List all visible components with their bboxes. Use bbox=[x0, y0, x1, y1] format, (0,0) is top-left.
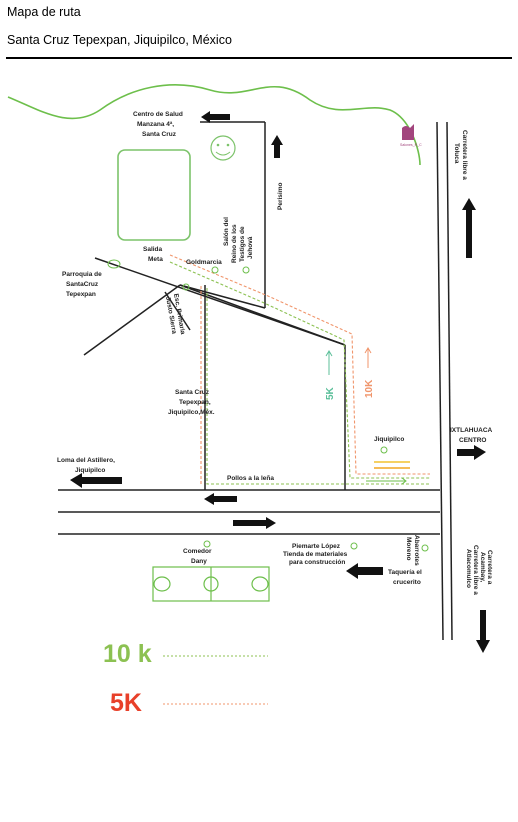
arrow-road1-left bbox=[204, 493, 237, 505]
route-10k bbox=[169, 261, 430, 485]
label-ixtlahuaca-2: CENTRO bbox=[459, 437, 486, 444]
highway-left bbox=[436, 121, 444, 641]
marker-10k: 10K bbox=[364, 379, 375, 398]
arrow-taqueria-left bbox=[346, 563, 383, 579]
label-piemarte-3: para construcción bbox=[289, 559, 345, 566]
route-5k bbox=[169, 254, 430, 484]
label-santa-cruz-1: Santa Cruz bbox=[175, 389, 210, 396]
label-acambay-4: Atlacomulco bbox=[465, 549, 472, 588]
abarrotes-marker bbox=[421, 544, 429, 552]
comedor-marker bbox=[203, 540, 211, 548]
legend-label-10k: 10 k bbox=[103, 640, 152, 668]
label-salida: Salida bbox=[143, 246, 163, 253]
label-santa-cruz-3: Jiquipilco,Méx. bbox=[168, 409, 215, 416]
label-ixtlahuaca-1: IXTLAHUACA bbox=[450, 427, 493, 434]
crossing-marker bbox=[374, 461, 410, 469]
arrow-road2-right bbox=[233, 517, 276, 529]
arrow-perisimo-up bbox=[271, 135, 283, 158]
road-diagonal-sw bbox=[83, 284, 181, 356]
label-taqueria-1: Taquería el bbox=[388, 569, 422, 576]
label-goldmarcia: Goldmarcia bbox=[186, 259, 222, 266]
label-piemarte-2: Tienda de materiales bbox=[283, 551, 348, 558]
marker-5k: 5K bbox=[325, 386, 336, 400]
label-centro-salud-2: Manzana 4ª, bbox=[137, 121, 174, 128]
label-parroquia-1: Parroquia de bbox=[62, 271, 102, 278]
page-subtitle: Santa Cruz Tepexpan, Jiquipilco, México bbox=[7, 33, 232, 47]
marker-5k-arrow bbox=[325, 350, 333, 375]
label-comedor-1: Comedor bbox=[183, 548, 212, 555]
jiquipilco-marker bbox=[380, 446, 388, 454]
label-salon-4: Jehová bbox=[247, 236, 254, 259]
label-acambay-1: Carretera a bbox=[486, 550, 493, 585]
organizer-logo: Salones_R_C bbox=[400, 124, 422, 147]
label-abarrotes-2: Moreno bbox=[405, 537, 412, 561]
label-perisimo: Perisimo bbox=[277, 183, 284, 210]
label-pollos: Pollos a la leña bbox=[227, 475, 274, 482]
salon-reino-marker bbox=[242, 266, 250, 274]
label-centro-salud-3: Santa Cruz bbox=[142, 131, 177, 138]
smiley-icon bbox=[210, 135, 236, 161]
page-title: Mapa de ruta bbox=[7, 5, 81, 19]
label-toluca-2: Toluca bbox=[453, 143, 460, 164]
svg-text:Salones_R_C: Salones_R_C bbox=[400, 143, 422, 147]
road-diagonal-school bbox=[164, 291, 191, 331]
label-parroquia-2: SantaCruz bbox=[66, 281, 99, 288]
arrow-acambay-down bbox=[476, 610, 490, 653]
escuela-marker bbox=[182, 283, 190, 291]
legend-label-5k: 5K bbox=[110, 689, 142, 717]
label-salon-1: Salón del bbox=[223, 217, 230, 246]
label-piemarte-1: Piemarte López bbox=[292, 543, 341, 550]
label-parroquia-3: Tepexpan bbox=[66, 291, 96, 298]
label-centro-salud-1: Centro de Salud bbox=[133, 111, 183, 118]
arrow-ixtlahuaca-right bbox=[457, 445, 486, 460]
label-santa-cruz-2: Tepexpan, bbox=[179, 399, 211, 406]
label-acambay-3: Carretera libre a bbox=[472, 545, 479, 595]
label-jiquipilco: Jiquipilco bbox=[374, 436, 404, 443]
road-top-nw bbox=[179, 284, 266, 309]
label-toluca-1: Carretera libre a bbox=[461, 130, 468, 180]
small-arrow-green bbox=[366, 477, 407, 485]
marker-10k-arrow bbox=[364, 347, 372, 368]
arrow-centro-salud bbox=[201, 111, 230, 123]
piemarte-marker bbox=[350, 542, 358, 550]
label-loma-1: Loma del Astillero, bbox=[57, 457, 115, 464]
label-comedor-2: Dany bbox=[191, 558, 207, 565]
label-loma-2: Jiquipilco bbox=[75, 467, 105, 474]
label-salon-3: Testigos de bbox=[239, 226, 246, 262]
header-divider bbox=[6, 57, 512, 59]
plaza-block bbox=[117, 149, 191, 241]
arrow-toluca-up bbox=[462, 198, 476, 258]
river-line bbox=[7, 84, 421, 166]
label-acambay-2: Acambay, bbox=[479, 552, 486, 582]
label-salon-2: Reino de los bbox=[231, 224, 238, 263]
arrow-loma-left bbox=[70, 473, 122, 488]
comedor-field bbox=[152, 566, 270, 602]
label-abarrotes-1: Abarrotes bbox=[413, 535, 420, 566]
parroquia-marker bbox=[107, 259, 121, 269]
label-taqueria-2: crucerito bbox=[393, 579, 421, 586]
highway-right bbox=[446, 121, 453, 641]
label-meta: Meta bbox=[148, 256, 163, 263]
goldmarcia-marker bbox=[211, 266, 219, 274]
